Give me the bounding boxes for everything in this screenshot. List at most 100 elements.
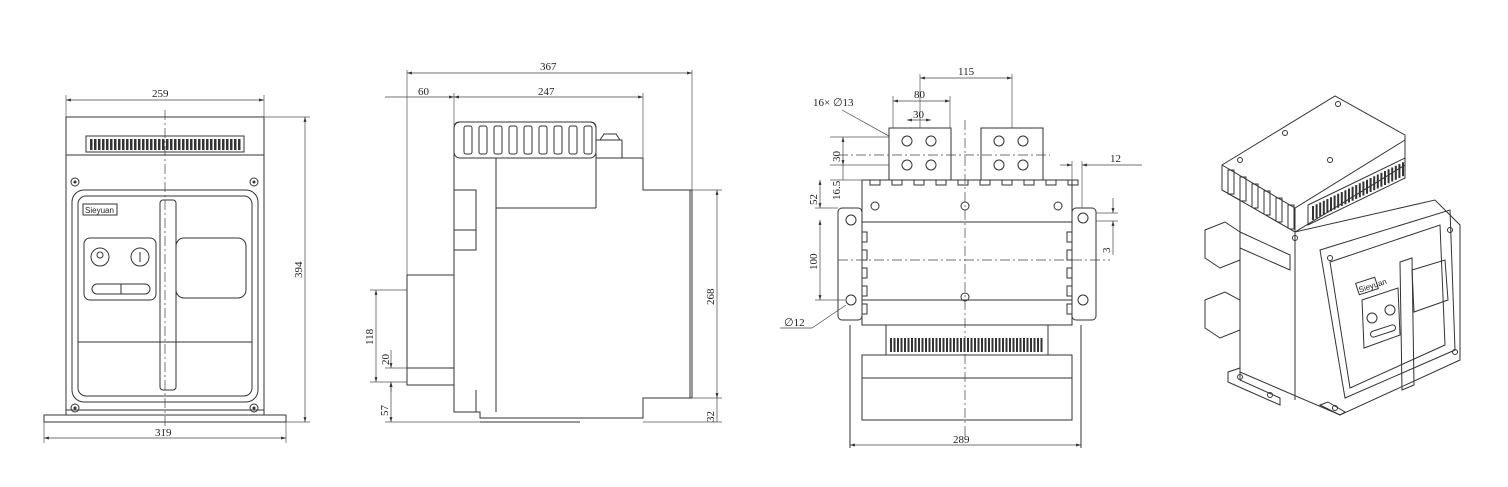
terminal-pin [904, 338, 906, 352]
busbar-hole [1017, 135, 1029, 147]
front-view: 259 Sieyuan 394 [43, 88, 310, 443]
terminal-pin [1373, 176, 1376, 191]
terminal-pin [90, 139, 93, 150]
terminal-pin [198, 139, 201, 150]
terminal-pin [956, 338, 959, 352]
terminal-pin [1326, 199, 1329, 213]
cooling-fin [478, 125, 488, 155]
side-front-offset-label: 60 [418, 86, 430, 98]
side-body-depth-label: 247 [538, 86, 555, 98]
terminal-pin [1005, 338, 1008, 352]
screw-icon [249, 403, 259, 413]
terminal-pin [110, 139, 113, 150]
rear-view: 115 80 30 16× ∅13 [780, 66, 1142, 448]
screw-center [252, 180, 256, 184]
cooling-fin [523, 125, 533, 155]
edge-tab [1067, 179, 1079, 186]
terminal-pin [178, 139, 181, 150]
terminal-pin [186, 139, 189, 150]
terminal-pin [150, 139, 153, 150]
terminal-pin [146, 139, 149, 150]
terminal-pin [218, 139, 221, 150]
front-height-label: 394 [293, 261, 305, 278]
terminal-pin [126, 139, 129, 150]
terminal-pin [1391, 167, 1394, 182]
rear-pitch-30h-label: 30 [913, 109, 925, 121]
busbar-hole [925, 159, 937, 171]
terminal-pin [935, 338, 938, 352]
rear-d52-label: 52 [808, 194, 820, 205]
terminal-pin [1033, 338, 1036, 352]
terminal-pin [162, 139, 165, 150]
terminal-pin [106, 139, 109, 150]
terminal-pin [984, 338, 987, 352]
edge-tab [869, 179, 881, 186]
front-terminal-strip [90, 139, 241, 150]
cooling-fin [1287, 204, 1295, 230]
rear-overall-width-label: 289 [953, 434, 970, 446]
busbar-hole [1017, 159, 1029, 171]
terminal-pin [222, 139, 225, 150]
rear-busbar-spacing-label: 115 [958, 66, 975, 78]
busbar-hole [993, 135, 1005, 147]
terminal-pin [1351, 186, 1354, 201]
terminal-pin [134, 139, 137, 150]
terminal-pin [154, 139, 157, 150]
side-bottom-right-label: 32 [705, 411, 717, 422]
terminal-pin [118, 139, 121, 150]
edge-tab [1066, 303, 1073, 315]
edge-tab [891, 179, 903, 186]
cooling-fin [463, 125, 473, 155]
edge-tab [1023, 179, 1035, 186]
cooling-fin [568, 125, 578, 155]
terminal-pin [1344, 190, 1347, 205]
terminal-pin [234, 139, 237, 150]
terminal-pin [122, 139, 125, 150]
terminal-pin [1348, 188, 1350, 203]
screw-center [73, 180, 77, 184]
edge-tab [1066, 285, 1073, 297]
terminal-pin [138, 139, 141, 150]
terminal-pin [914, 338, 917, 352]
cooling-fin [538, 125, 548, 155]
rear-d16-5-label: 16.5 [831, 180, 843, 200]
terminal-pin [974, 338, 976, 352]
terminal-pin [1037, 338, 1039, 352]
terminal-pin [911, 338, 913, 352]
terminal-pin [1312, 206, 1314, 220]
rear-d100-label: 100 [808, 253, 820, 270]
terminal-pin [1330, 197, 1332, 212]
rear-d12-right-label: 12 [1110, 153, 1121, 165]
terminal-pin [1026, 338, 1029, 352]
terminal-pin [897, 338, 899, 352]
terminal-pin [1016, 338, 1018, 352]
terminal-pin [1366, 179, 1368, 194]
terminal-pin [970, 338, 973, 352]
terminal-pin [1384, 171, 1386, 185]
terminal-pin [174, 139, 177, 150]
terminal-pin [925, 338, 927, 352]
side-height-right-label: 268 [705, 288, 717, 305]
rear-d3-label: 3 [1101, 247, 1113, 253]
side-left-57-label: 57 [379, 405, 391, 417]
cooling-fin [1263, 190, 1271, 216]
terminal-pin [158, 139, 161, 150]
edge-tab [1045, 179, 1057, 186]
edge-tab [861, 267, 868, 279]
terminal-pin [170, 139, 173, 150]
rear-mount-hole-label: ∅12 [784, 317, 805, 329]
terminal-pin [1387, 169, 1390, 184]
terminal-pin [893, 338, 896, 352]
terminal-pin [1398, 164, 1401, 178]
terminal-pin [991, 338, 994, 352]
side-left-118-label: 118 [364, 328, 376, 345]
side-view: 367 60 247 268 32 [364, 61, 722, 423]
terminal-pin [182, 139, 185, 150]
screw-center [73, 406, 77, 410]
cooling-fin [508, 125, 518, 155]
terminal-pin [977, 338, 980, 352]
terminal-pin [1040, 338, 1043, 352]
terminal-pin [202, 139, 205, 150]
terminal-pin [98, 139, 101, 150]
